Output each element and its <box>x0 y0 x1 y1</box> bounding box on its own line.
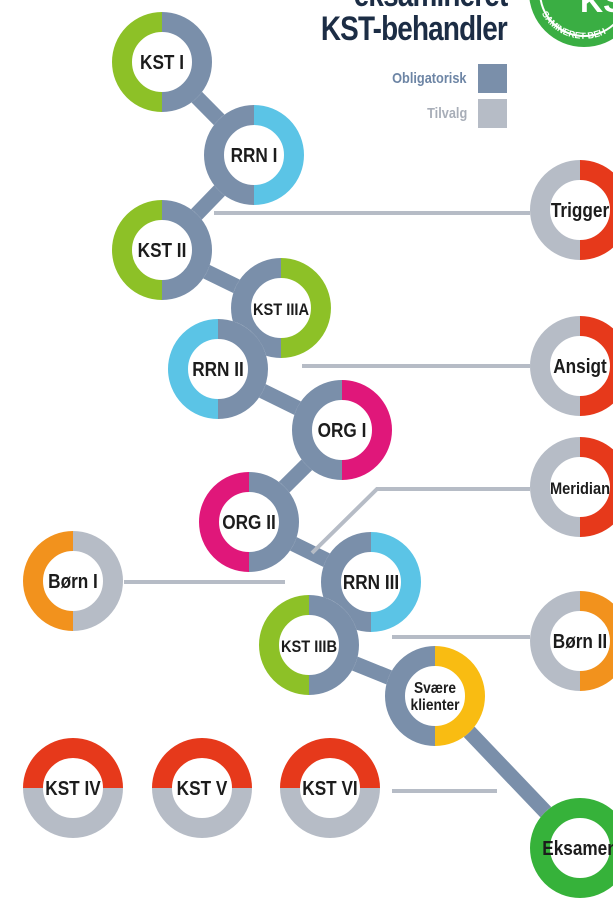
node-ring-half <box>112 200 163 300</box>
node-label: ORG II <box>222 511 275 534</box>
legend-mandatory-label: Obligatorisk <box>392 70 467 87</box>
node-ring-half <box>152 787 252 838</box>
node-trigger: Trigger <box>530 160 613 260</box>
node-børn-i: Børn I <box>23 531 123 631</box>
node-label: KST VI <box>302 777 357 800</box>
node-ring-half <box>199 472 250 572</box>
node-ring-half <box>321 532 372 632</box>
node-label: Meridian <box>550 480 610 498</box>
node-ring-half <box>259 595 310 695</box>
title-line-1: eksamineret <box>353 0 508 12</box>
course-nodes: KST I RRN I KST II KST IIIA RRN II ORG I ORG I… <box>23 12 613 898</box>
node-ring-half <box>530 437 581 537</box>
node-ring-half <box>280 787 380 838</box>
node-kst-ii: KST II <box>112 200 212 300</box>
node-kst-iiia: KST IIIA <box>231 258 331 358</box>
connector-meridian <box>310 487 530 555</box>
node-ring-half <box>434 646 485 746</box>
node-label: Ansigt <box>553 355 606 378</box>
node-ring-half <box>579 160 613 260</box>
node-ring-half <box>280 738 380 789</box>
node-meridian: Meridian <box>530 437 613 537</box>
node-ring-half <box>72 531 123 631</box>
node-label: ORG I <box>318 419 367 442</box>
node-eksamen: Eksamen <box>530 798 613 898</box>
node-ring-half <box>579 437 613 537</box>
node-ring-half <box>385 646 436 746</box>
node-ring-half <box>530 160 581 260</box>
node-ring-half <box>168 319 219 419</box>
node-label: Børn I <box>48 570 98 593</box>
node-label: RRN II <box>192 358 244 381</box>
node-ring-half <box>248 472 299 572</box>
node-ring-half <box>231 258 282 358</box>
node-rrn-i: RRN I <box>204 105 304 205</box>
node-kst-i: KST I <box>112 12 212 112</box>
node-ring-half <box>579 591 613 691</box>
node-ring-half <box>530 591 581 691</box>
node-ring-half <box>530 798 581 898</box>
node-ring-half <box>161 12 212 112</box>
node-ring-half <box>370 532 421 632</box>
node-børn-ii: Børn II <box>530 591 613 691</box>
node-rrn-ii: RRN II <box>168 319 268 419</box>
node-label: Børn II <box>553 630 607 653</box>
node-ring-half <box>23 531 74 631</box>
page-title: KST-behandler <box>320 10 508 48</box>
node-label: KST V <box>177 777 228 800</box>
node-ring-half <box>161 200 212 300</box>
node-kst-v: KST V <box>152 738 252 838</box>
badge-text: KST <box>580 0 613 19</box>
legend-optional-swatch <box>478 99 507 128</box>
node-ring-half <box>253 105 304 205</box>
legend-optional-label: Tilvalg <box>426 105 467 122</box>
node-label: KST I <box>140 51 184 74</box>
node-ansigt: Ansigt <box>530 316 613 416</box>
kst-badge: KST SAMINERET BEH <box>529 0 613 47</box>
node-kst-iiib: KST IIIB <box>259 595 359 695</box>
node-ring-half <box>152 738 252 789</box>
node-ring-half <box>217 319 268 419</box>
node-ring-half <box>23 787 123 838</box>
node-label: KST IIIA <box>253 301 310 319</box>
node-org-ii: ORG II <box>199 472 299 572</box>
node-ring-half <box>341 380 392 480</box>
node-ring-half <box>204 105 255 205</box>
node-rrn-iii: RRN III <box>321 532 421 632</box>
node-ring-half <box>579 316 613 416</box>
node-ring-half <box>112 12 163 112</box>
node-org-i: ORG I <box>292 380 392 480</box>
node-ring-half <box>308 595 359 695</box>
node-label: KST IV <box>45 777 101 800</box>
node-label: RRN III <box>343 571 399 594</box>
node-kst-iv: KST IV <box>23 738 123 838</box>
legend-mandatory-swatch <box>478 64 507 93</box>
node-ring-half <box>292 380 343 480</box>
node-kst-vi: KST VI <box>280 738 380 838</box>
node-ring-half <box>23 738 123 789</box>
node-label: RRN I <box>231 144 278 167</box>
node-label: Trigger <box>551 199 609 222</box>
node-ring-half <box>579 798 613 898</box>
node-ring-half <box>280 258 331 358</box>
node-label: KST II <box>138 239 187 262</box>
node-label: Eksamen <box>542 837 613 860</box>
node-ring-half <box>530 316 581 416</box>
node-label: KST IIIB <box>281 638 337 656</box>
badge-inner-ring <box>539 0 613 37</box>
